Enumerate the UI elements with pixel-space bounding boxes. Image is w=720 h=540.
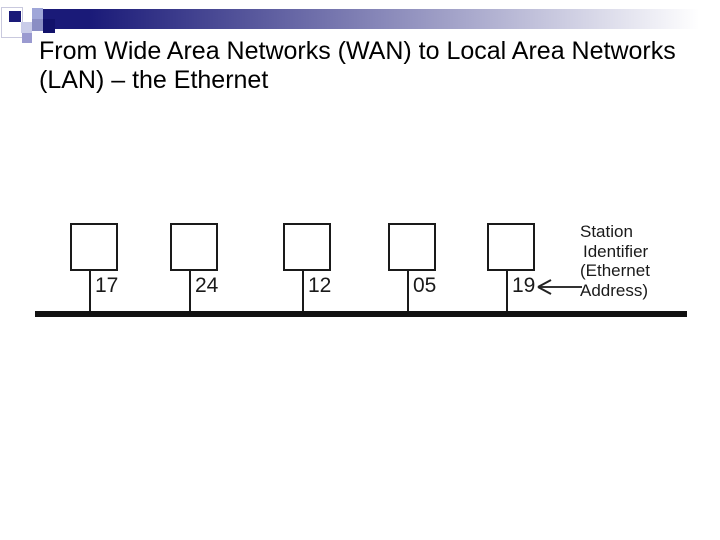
annotation-line: Address): [580, 280, 649, 300]
annotation-line: Identifier: [583, 241, 649, 261]
ethernet-bus-line: [35, 311, 687, 317]
station-connector-line: [506, 271, 508, 311]
station-id-label: 24: [195, 274, 219, 297]
station-connector-line: [189, 271, 191, 311]
station-id-label: 05: [413, 274, 437, 297]
station-connector-line: [407, 271, 409, 311]
station-connector-line: [302, 271, 304, 311]
decor-square-lightblue: [32, 8, 43, 19]
station-box: [487, 223, 535, 271]
station-box: [388, 223, 436, 271]
annotation-line: Station: [580, 222, 633, 241]
station-id-label: 12: [308, 274, 332, 297]
station-id-label: 19: [512, 274, 536, 297]
station-connector-line: [89, 271, 91, 311]
decor-square-lavender: [22, 33, 32, 43]
station-node: 17: [70, 223, 130, 353]
left-arrow-icon: [537, 279, 582, 295]
station-box: [70, 223, 118, 271]
station-node: 05: [388, 223, 448, 353]
station-node: 19: [487, 223, 547, 353]
top-gradient-bar: [34, 9, 720, 29]
annotation-line: (Ethernet: [580, 261, 650, 280]
decor-square-darknavy: [43, 19, 55, 33]
decor-square-palelavender: [21, 22, 32, 33]
slide-title: From Wide Area Networks (WAN) to Local A…: [39, 37, 676, 94]
station-box: [170, 223, 218, 271]
station-box: [283, 223, 331, 271]
decor-square-navy: [9, 11, 21, 22]
station-id-label: 17: [95, 274, 119, 297]
station-node: 12: [283, 223, 343, 353]
decor-square-purple: [32, 19, 43, 31]
station-node: 24: [170, 223, 230, 353]
station-identifier-annotation: Station Identifier (Ethernet Address): [580, 222, 650, 300]
